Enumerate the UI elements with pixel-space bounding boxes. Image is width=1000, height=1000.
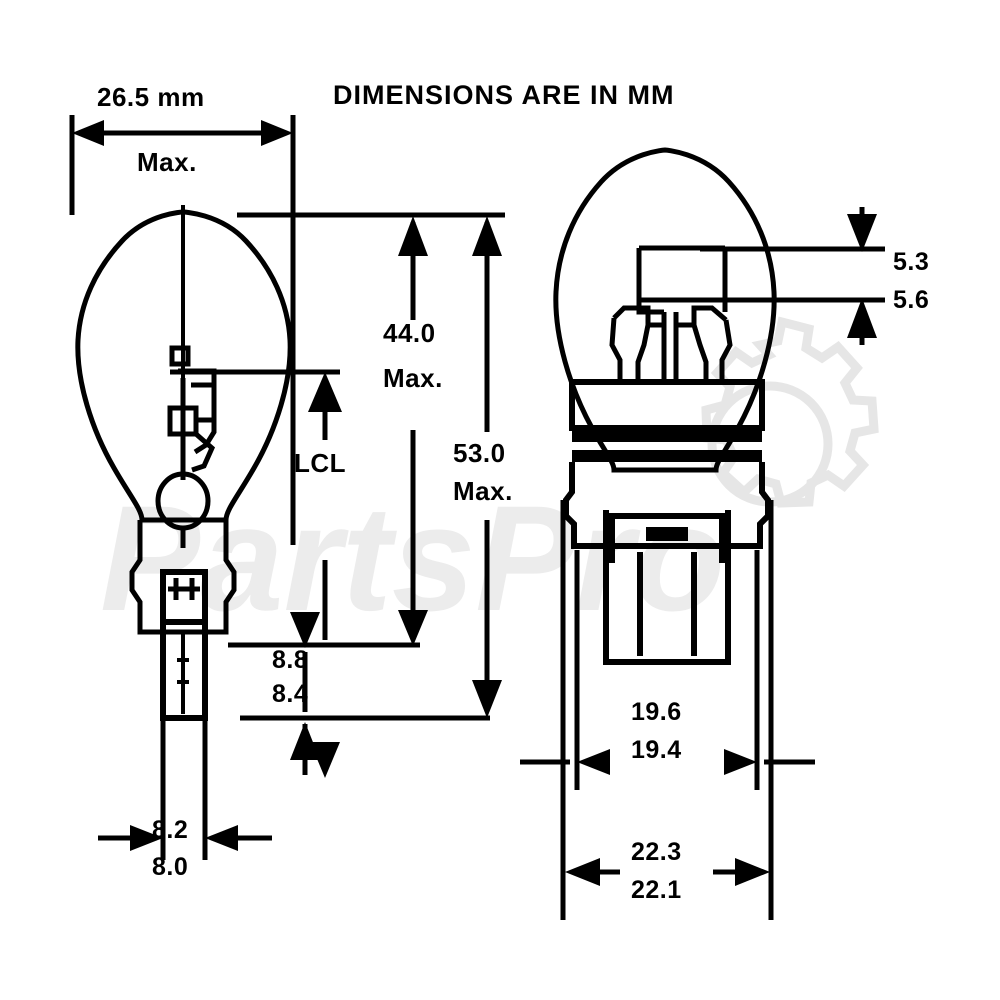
dimension-arrowheads: [72, 120, 877, 886]
arrow-19-right: [724, 749, 757, 775]
right-base-wedge-notch: [646, 527, 688, 541]
arrow-8-8-down: [290, 612, 320, 648]
arrow-22-left: [565, 858, 600, 886]
right-inner-ledge-left: [636, 300, 664, 315]
right-inner-shoulder-right: [673, 305, 728, 328]
arrow-53-down: [472, 680, 502, 718]
arrow-26-5-left: [72, 120, 104, 146]
label-8-8: 8.8: [272, 646, 309, 674]
label-26-5-qualifier: Max.: [137, 147, 197, 177]
arrow-5-6-up: [847, 298, 877, 338]
arrow-lcl-down: [310, 742, 340, 778]
label-5-3: 5.3: [893, 248, 930, 276]
arrow-8-2-left: [130, 825, 163, 851]
label-8-2: 8.2: [152, 816, 189, 844]
right-inner-leg-right-outer: [719, 319, 733, 382]
arrow-44-down: [398, 610, 428, 646]
label-44-qualifier: Max.: [383, 363, 443, 393]
arrow-5-3-down: [847, 214, 877, 252]
arrow-22-right: [735, 858, 770, 886]
left-filament-lead-wire: [193, 371, 217, 455]
arrow-53-up: [472, 216, 502, 256]
label-53-value: 53.0: [453, 438, 506, 468]
label-19-4: 19.4: [631, 736, 682, 764]
right-bulb-envelope: [553, 147, 777, 473]
right-inner-leg-left-inner: [635, 324, 651, 382]
label-22-3: 22.3: [631, 838, 682, 866]
label-26-5-value: 26.5 mm: [97, 82, 205, 112]
left-filament-coil-support: [191, 432, 216, 473]
arrow-26-5-right: [261, 120, 293, 146]
right-base-band-2: [572, 450, 762, 462]
arrow-44-up: [398, 216, 428, 256]
label-8-0: 8.0: [152, 853, 189, 881]
arrow-lcl-up: [308, 372, 342, 412]
arrow-8-4-up: [290, 722, 320, 760]
label-lcl: LCL: [294, 448, 347, 478]
arrow-8-2-right: [205, 825, 238, 851]
right-inner-leg-left-outer: [609, 317, 623, 382]
right-inner-upper-frame: [636, 248, 728, 303]
label-22-1: 22.1: [631, 876, 682, 904]
label-5-6: 5.6: [893, 286, 930, 314]
right-inner-shoulder-left: [612, 305, 667, 328]
right-base-wedge-body: [603, 543, 731, 665]
right-base-collar: [569, 379, 765, 431]
label-53-qualifier: Max.: [453, 476, 513, 506]
label-44-value: 44.0: [383, 318, 436, 348]
right-base-band-1: [572, 428, 762, 442]
label-8-4: 8.4: [272, 680, 309, 708]
left-filament-node-upper: [169, 345, 191, 367]
arrow-19-left: [577, 749, 610, 775]
left-base-insert: [160, 569, 208, 625]
page-title: DIMENSIONS ARE IN MM: [333, 80, 675, 110]
left-bulb-envelope: [75, 209, 293, 523]
label-19-6: 19.6: [631, 698, 682, 726]
right-inner-leg-right-inner: [691, 324, 709, 382]
